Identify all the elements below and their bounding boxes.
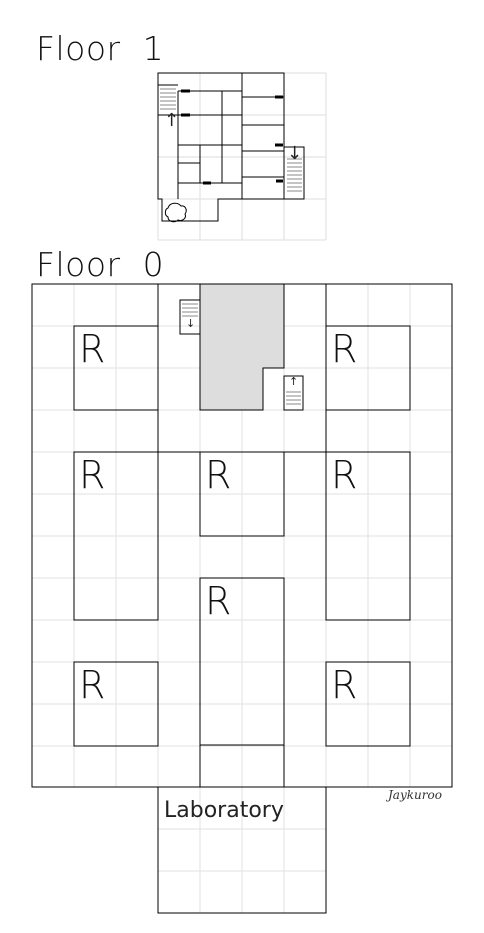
floor1-outline: [157, 72, 285, 222]
room-mid-right-outline: [325, 451, 411, 621]
floor1-stair-up-arrow: ↑: [164, 110, 180, 131]
floor0-left-stair: [179, 299, 201, 335]
room-center-tall-label: R: [205, 579, 232, 623]
floor1-stair-down-arrow: ↓: [287, 143, 303, 164]
room-top-right-outline: [325, 325, 411, 411]
floor0-stair-down-arrow: ↓: [186, 317, 196, 330]
room-top-left-outline: [73, 325, 159, 411]
floor1-right-stair: [287, 158, 302, 192]
laboratory-outline: [157, 786, 327, 914]
room-bottom-left-label: R: [79, 663, 106, 707]
floor-0-title: Floor 0: [36, 245, 165, 284]
floor1-right-stair-wall: [284, 146, 305, 200]
room-mid-center-label: R: [205, 453, 232, 497]
author-signature: Jaykuroo: [388, 788, 442, 802]
room-bottom-right-label: R: [331, 663, 358, 707]
room-center-tall-outline: [199, 577, 285, 746]
room-bottom-right-outline: [325, 661, 411, 747]
floor1-door-marks: [181, 89, 283, 185]
room-mid-center-outline: [199, 451, 285, 537]
floor1-left-stair-wall: [158, 84, 178, 116]
floor-1-title: Floor 1: [36, 29, 165, 68]
blocked-area: [199, 283, 285, 411]
room-top-right-label: R: [331, 327, 358, 371]
floor1-plan: [157, 72, 305, 222]
floor0-right-stair: [283, 375, 304, 411]
room-mid-left-outline: [73, 451, 159, 621]
floor1-inner-walls: [177, 73, 284, 199]
room-bottom-left-outline: [73, 661, 159, 747]
center-bottom-walls: [199, 745, 285, 787]
room-mid-left-label: R: [79, 453, 106, 497]
floor1-left-stair: [160, 88, 176, 110]
room-top-left-label: R: [79, 327, 106, 371]
laboratory-label: Laboratory: [164, 798, 284, 823]
room-mid-right-label: R: [331, 453, 358, 497]
floor0-stair-up-arrow: ↑: [289, 375, 299, 388]
floor1-blob-icon: [164, 202, 187, 223]
